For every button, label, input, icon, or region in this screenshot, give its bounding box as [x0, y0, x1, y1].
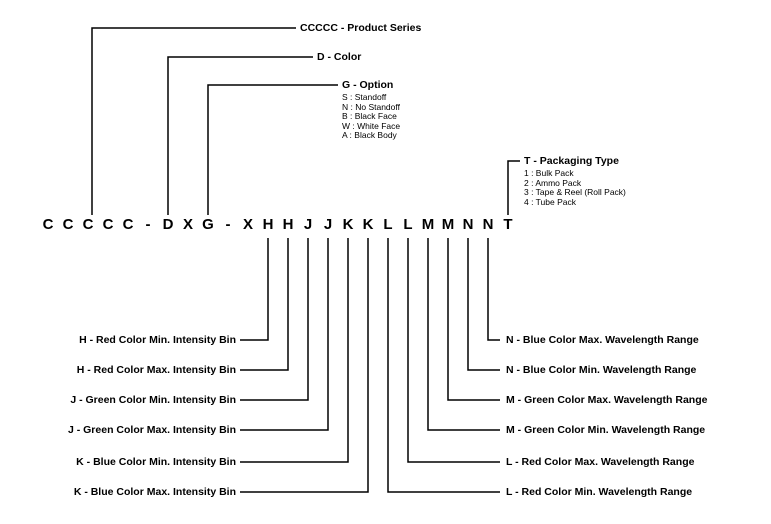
- option-value: N : No Standoff: [342, 101, 400, 112]
- code-char: N: [462, 216, 474, 233]
- label-packaging-type: T - Packaging Type: [524, 155, 619, 167]
- code-char: N: [482, 216, 494, 233]
- option-values: S : Standoff N : No Standoff B : Black F…: [342, 92, 401, 141]
- label-j-green-min-intensity: J - Green Color Min. Intensity Bin: [70, 394, 236, 406]
- label-k-blue-max-intensity: K - Blue Color Max. Intensity Bin: [73, 486, 236, 498]
- label-option: G - Option: [342, 79, 394, 91]
- part-number-code: C C C C C - D X G - X H H J J K K L L M …: [38, 216, 518, 234]
- code-char: C: [42, 216, 54, 233]
- code-char: X: [242, 216, 253, 233]
- packaging-values: 1 : Bulk Pack 2 : Ammo Pack 3 : Tape & R…: [524, 168, 626, 207]
- code-char: G: [202, 216, 214, 233]
- label-m-green-min-wavelength: M - Green Color Min. Wavelength Range: [506, 424, 706, 436]
- code-char: X: [182, 216, 193, 233]
- label-color: D - Color: [317, 51, 362, 63]
- connector-m-green-max: [447, 238, 500, 401]
- code-char: J: [323, 216, 333, 233]
- connector-product-series: [91, 27, 296, 215]
- connector-color: [167, 56, 313, 215]
- connector-option: [207, 84, 338, 215]
- label-h-red-min-intensity: H - Red Color Min. Intensity Bin: [79, 334, 236, 346]
- connector-m-green-min: [427, 238, 500, 431]
- code-char: D: [162, 216, 174, 233]
- code-char: L: [383, 216, 393, 233]
- code-char: C: [102, 216, 114, 233]
- option-value: A : Black Body: [342, 130, 397, 141]
- connector-n-blue-max: [487, 238, 500, 341]
- code-char: K: [362, 216, 374, 233]
- option-value: S : Standoff: [342, 92, 387, 102]
- code-char: M: [441, 216, 455, 233]
- connector-h-red-min: [240, 238, 269, 341]
- label-j-green-max-intensity: J - Green Color Max. Intensity Bin: [67, 424, 236, 436]
- connector-h-red-max: [240, 238, 289, 371]
- option-value: W : White Face: [342, 120, 401, 131]
- code-char: K: [342, 216, 354, 233]
- label-n-blue-max-wavelength: N - Blue Color Max. Wavelength Range: [506, 334, 699, 346]
- label-l-red-max-wavelength: L - Red Color Max. Wavelength Range: [506, 456, 695, 468]
- label-m-green-max-wavelength: M - Green Color Max. Wavelength Range: [506, 394, 708, 406]
- code-char: C: [62, 216, 74, 233]
- packaging-value: 3 : Tape & Reel (Roll Pack): [524, 187, 626, 198]
- packaging-value: 2 : Ammo Pack: [524, 177, 582, 188]
- connector-l-red-max: [407, 238, 500, 463]
- label-l-red-min-wavelength: L - Red Color Min. Wavelength Range: [506, 486, 693, 498]
- code-char: J: [303, 216, 313, 233]
- connector-k-blue-min: [240, 238, 349, 463]
- packaging-value: 4 : Tube Pack: [524, 196, 576, 207]
- code-char: C: [82, 216, 94, 233]
- packaging-value: 1 : Bulk Pack: [524, 168, 574, 178]
- label-n-blue-min-wavelength: N - Blue Color Min. Wavelength Range: [506, 364, 697, 376]
- connector-l-red-min: [387, 238, 500, 493]
- code-char: -: [145, 216, 151, 233]
- code-char: T: [503, 216, 513, 233]
- code-char: M: [421, 216, 435, 233]
- connector-k-blue-max: [240, 238, 369, 493]
- connector-j-green-max: [240, 238, 329, 431]
- code-char: -: [225, 216, 231, 233]
- label-k-blue-min-intensity: K - Blue Color Min. Intensity Bin: [76, 456, 236, 468]
- label-product-series: CCCCC - Product Series: [300, 22, 422, 34]
- code-char: H: [262, 216, 274, 233]
- code-char: L: [403, 216, 413, 233]
- connector-packaging-type: [507, 160, 520, 215]
- option-value: B : Black Face: [342, 111, 397, 122]
- code-char: C: [122, 216, 134, 233]
- code-char: H: [282, 216, 294, 233]
- label-h-red-max-intensity: H - Red Color Max. Intensity Bin: [76, 364, 236, 376]
- connector-n-blue-min: [467, 238, 500, 371]
- connector-j-green-min: [240, 238, 309, 401]
